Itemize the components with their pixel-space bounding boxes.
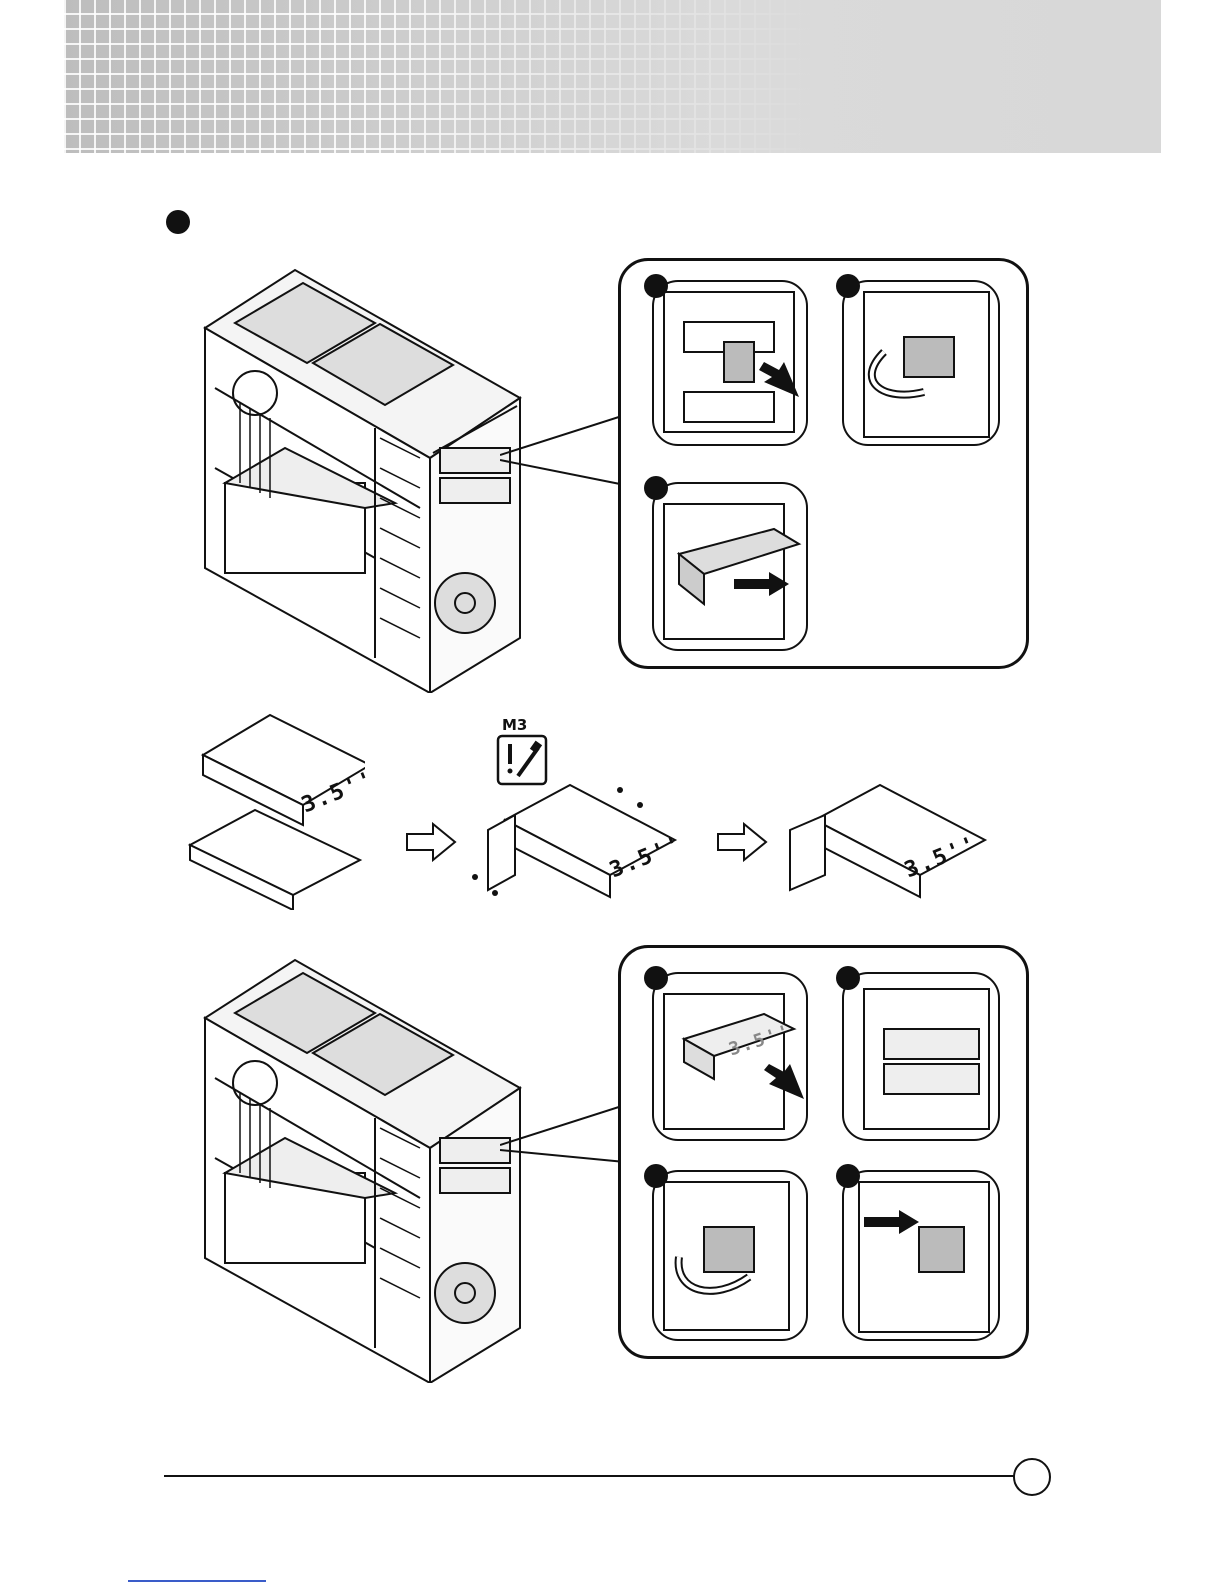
step-badge-icon [836,274,860,298]
inset-step-3-pull-cage [652,482,808,651]
header-grid-pattern [64,0,824,153]
computer-case-illustration-top [195,268,525,693]
inset-step-4-slide-latch [842,1170,1000,1341]
step-badge-icon [836,1164,860,1188]
callout-lines-bottom [500,1105,630,1165]
next-step-arrow-icon [716,822,768,862]
mounted-drive-drawing [785,765,995,900]
rotate-lock-drawing [654,1172,806,1339]
mounted-drive-illustration [785,765,995,900]
inset-step-3-rotate-lock [652,1170,808,1341]
insert-drive-drawing [654,974,806,1139]
step-badge-icon [644,966,668,990]
step-badge-icon [836,966,860,990]
rotate-drawing [844,282,998,444]
slide-latch-drawing [844,1172,998,1339]
step-bullet-icon [166,210,190,234]
inset-step-2-rotate-latch [842,280,1000,446]
push-arrow-icon [864,1210,919,1234]
screw-type-label: M3 [502,716,527,734]
bottom-link-underline[interactable] [128,1580,266,1582]
latch-drawing [654,282,806,444]
step-badge-icon [644,476,668,500]
inset-step-1-push-latch [652,280,808,446]
next-step-arrow-icon [405,822,457,862]
footer-rule [164,1475,1014,1477]
drive-cage-drawing [185,710,365,910]
step-badge-icon [644,274,668,298]
page-number-circle [1013,1458,1051,1496]
pull-arrow-icon [734,572,789,596]
header-banner [64,0,1161,153]
drive-seated-drawing [844,974,998,1139]
case-drawing-top [195,268,525,693]
drive-screwing-drawing [470,765,685,900]
inset-step-1-insert-drive [652,972,808,1141]
cage-drawing [654,484,806,649]
callout-lines-top [500,415,630,490]
computer-case-illustration-bottom [195,958,525,1383]
drive-screwing-illustration [470,765,685,900]
drive-and-cage-illustration [185,710,365,910]
case-drawing-bottom [195,958,525,1383]
inset-step-2-drive-seated [842,972,1000,1141]
step-badge-icon [644,1164,668,1188]
